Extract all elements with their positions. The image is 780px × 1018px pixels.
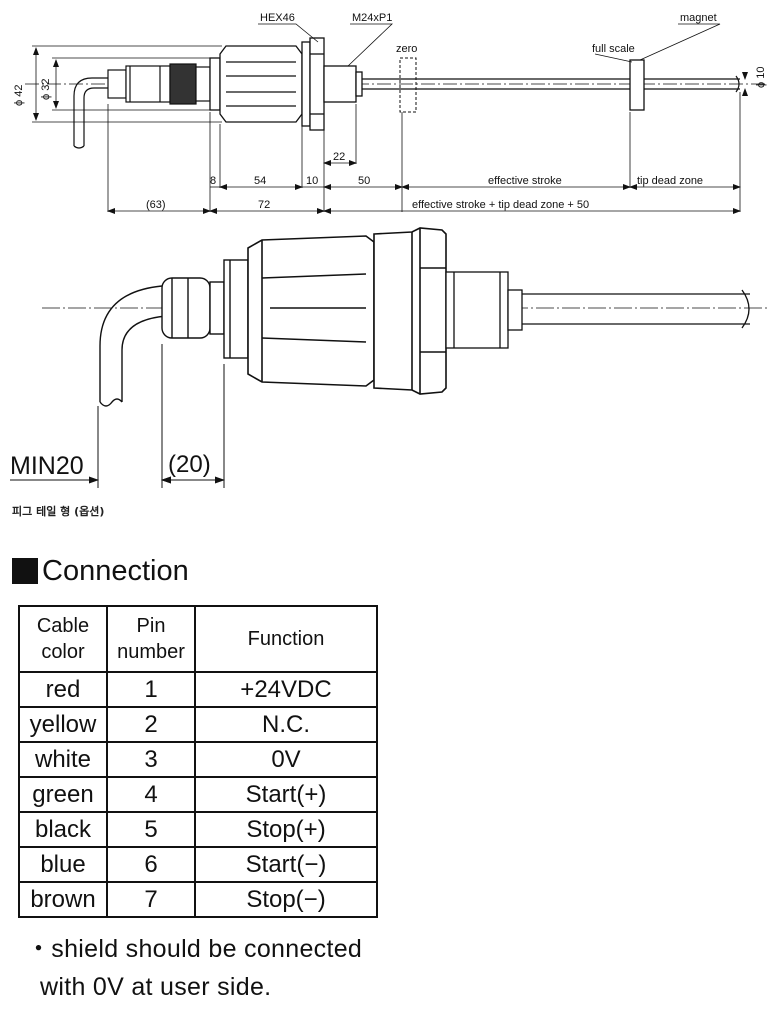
magnet-label: magnet bbox=[680, 12, 717, 24]
caption: 피그 테일 형 (옵션) bbox=[12, 505, 105, 518]
dim-63: (63) bbox=[146, 199, 166, 211]
rod bbox=[362, 75, 740, 93]
cable-color-cell: brown bbox=[18, 881, 108, 918]
function-cell: Stop(+) bbox=[194, 811, 378, 848]
pin-number-cell: 1 bbox=[106, 671, 196, 708]
section-heading: Connection bbox=[12, 553, 189, 589]
dim-20-label: (20) bbox=[168, 451, 211, 478]
shield-note: ・shield should be connected with 0V at u… bbox=[26, 930, 362, 1006]
dim-8: 8 bbox=[210, 175, 216, 187]
dia-42-label: ϕ 42 bbox=[13, 85, 25, 106]
pin-number-cell: 5 bbox=[106, 811, 196, 848]
function-cell: +24VDC bbox=[194, 671, 378, 708]
table-row: brown 7 Stop(−) bbox=[18, 881, 378, 918]
connector bbox=[73, 63, 211, 149]
dia-rod-label: ϕ 10 bbox=[755, 67, 767, 88]
pin-number-cell: 3 bbox=[106, 741, 196, 778]
pin-number-cell: 7 bbox=[106, 881, 196, 918]
pin-number-cell: 2 bbox=[106, 706, 196, 743]
min20-label: MIN20 bbox=[10, 452, 84, 480]
dim-total: effective stroke + tip dead zone + 50 bbox=[412, 199, 589, 211]
table-row: white 3 0V bbox=[18, 741, 378, 778]
cable-color-cell: white bbox=[18, 741, 108, 778]
cable-color-cell: yellow bbox=[18, 706, 108, 743]
table-row: black 5 Stop(+) bbox=[18, 811, 378, 848]
function-cell: Stop(−) bbox=[194, 881, 378, 918]
hex-label: HEX46 bbox=[260, 12, 295, 24]
square-bullet-icon bbox=[12, 558, 38, 584]
dim-effective-stroke: effective stroke bbox=[488, 175, 562, 187]
connection-table: Cable color Pin number Function red 1 +2… bbox=[18, 605, 378, 918]
function-cell: Start(+) bbox=[194, 776, 378, 813]
pin-number-cell: 4 bbox=[106, 776, 196, 813]
cable-color-cell: red bbox=[18, 671, 108, 708]
cable-color-cell: green bbox=[18, 776, 108, 813]
header-cable-color: Cable color bbox=[18, 605, 108, 673]
section-title: Connection bbox=[42, 554, 189, 587]
thread bbox=[445, 271, 523, 349]
cable bbox=[99, 285, 172, 407]
pigtail-drawing: MIN20 (20) bbox=[10, 227, 770, 488]
zero-marker bbox=[399, 57, 417, 113]
function-cell: N.C. bbox=[194, 706, 378, 743]
table-row: red 1 +24VDC bbox=[18, 671, 378, 708]
function-cell: Start(−) bbox=[194, 846, 378, 883]
full-scale-label: full scale bbox=[592, 43, 635, 55]
dim-tip-dead-zone: tip dead zone bbox=[637, 175, 703, 187]
table-row: green 4 Start(+) bbox=[18, 776, 378, 813]
note-line-2: with 0V at user side. bbox=[40, 973, 272, 1001]
dim-50: 50 bbox=[358, 175, 370, 187]
pin-number-cell: 6 bbox=[106, 846, 196, 883]
cable-color-cell: blue bbox=[18, 846, 108, 883]
header-pin-number: Pin number bbox=[106, 605, 196, 673]
header-function: Function bbox=[194, 605, 378, 673]
rod bbox=[522, 289, 750, 329]
cable-color-cell: black bbox=[18, 811, 108, 848]
sensor-head bbox=[247, 227, 447, 395]
dim-22: 22 bbox=[333, 151, 345, 163]
zero-label: zero bbox=[396, 43, 417, 55]
table-header-row: Cable color Pin number Function bbox=[18, 605, 378, 673]
dimension-drawing: HEX46 M24xP1 magnet zero full scale ϕ 10… bbox=[13, 12, 767, 214]
dim-54: 54 bbox=[254, 175, 266, 187]
thread-label: M24xP1 bbox=[352, 12, 392, 24]
dia-32-label: ϕ 32 bbox=[40, 79, 52, 100]
function-cell: 0V bbox=[194, 741, 378, 778]
dim-10: 10 bbox=[306, 175, 318, 187]
cable-gland bbox=[161, 259, 249, 359]
note-line-1: ・shield should be connected bbox=[26, 935, 363, 963]
table-row: blue 6 Start(−) bbox=[18, 846, 378, 883]
dim-72: 72 bbox=[258, 199, 270, 211]
magnet-block bbox=[629, 59, 645, 111]
sensor-head bbox=[209, 37, 363, 131]
table-row: yellow 2 N.C. bbox=[18, 706, 378, 743]
